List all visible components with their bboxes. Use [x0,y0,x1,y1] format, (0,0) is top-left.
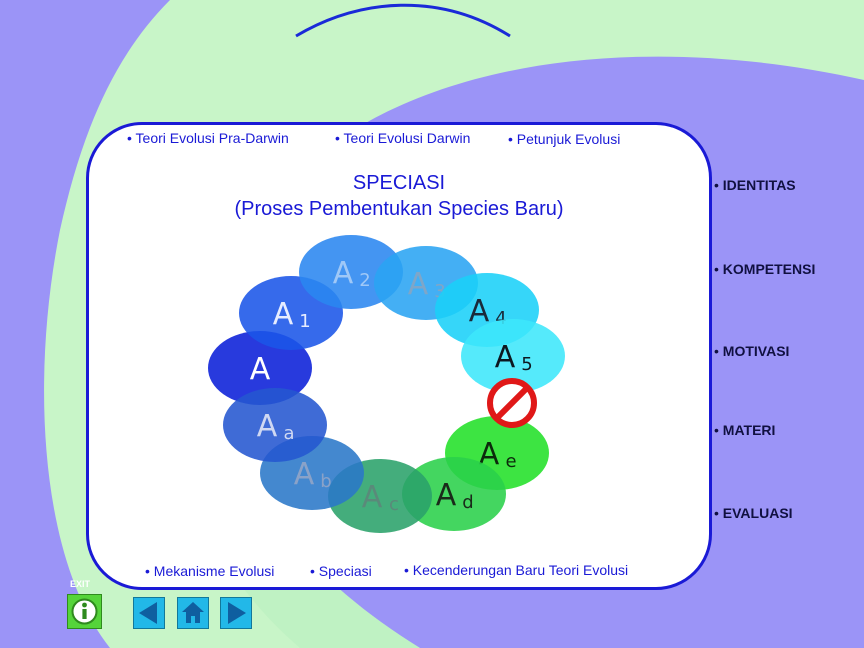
link-petunjuk-evolusi[interactable]: Petunjuk Evolusi [508,131,621,147]
ring-node-subscript: c [389,494,399,515]
next-button[interactable] [220,597,252,629]
home-button[interactable] [177,597,209,629]
link-teori-pra-darwin[interactable]: Teori Evolusi Pra-Darwin [127,130,289,146]
ring-node-label: A [294,457,315,492]
exit-label: EXIT [70,579,91,589]
ring-node-label: A [250,352,271,387]
ring-node-subscript: d [462,492,473,513]
ring-node-subscript: 2 [359,270,370,291]
link-teori-darwin[interactable]: Teori Evolusi Darwin [335,130,471,146]
menu-evaluasi[interactable]: EVALUASI [714,505,793,521]
info-icon [67,594,102,629]
arrow-right-icon [220,597,252,629]
ring-node-subscript: a [283,423,294,444]
ring-node-label: A [333,256,354,291]
ring-node-subscript: 3 [434,281,445,302]
link-speciasi[interactable]: Speciasi [310,563,372,579]
ring-node-label: A [479,437,500,472]
no-entry-icon [487,378,537,428]
ring-node-label: A [436,478,457,513]
ring-node-subscript: b [320,471,331,492]
menu-kompetensi[interactable]: KOMPETENSI [714,261,816,277]
ring-node-subscript: 4 [495,308,506,329]
ring-node-label: A [257,409,278,444]
page-subtitle: (Proses Pembentukan Species Baru) [234,198,564,220]
prev-button[interactable] [133,597,165,629]
ring-node-label: A [273,297,294,332]
menu-motivasi[interactable]: MOTIVASI [714,343,790,359]
ring-node-label: A [362,480,383,515]
ring-node-subscript: 1 [299,311,310,332]
ring-node-label: A [469,294,490,329]
exit-info-button[interactable] [67,594,102,629]
menu-materi[interactable]: MATERI [714,422,776,438]
arrow-left-icon [133,597,165,629]
menu-identitas[interactable]: IDENTITAS [714,177,796,193]
link-mekanisme-evolusi[interactable]: Mekanisme Evolusi [145,563,275,579]
link-kecenderungan-baru[interactable]: Kecenderungan Baru Teori Evolusi [404,562,628,578]
ring-node-label: A [408,267,429,302]
ring-node-subscript: 5 [521,354,532,375]
ring-node-label: A [495,340,516,375]
page-title: SPECIASI [352,172,446,194]
home-icon [177,597,209,629]
ring-node-subscript: e [505,451,516,472]
